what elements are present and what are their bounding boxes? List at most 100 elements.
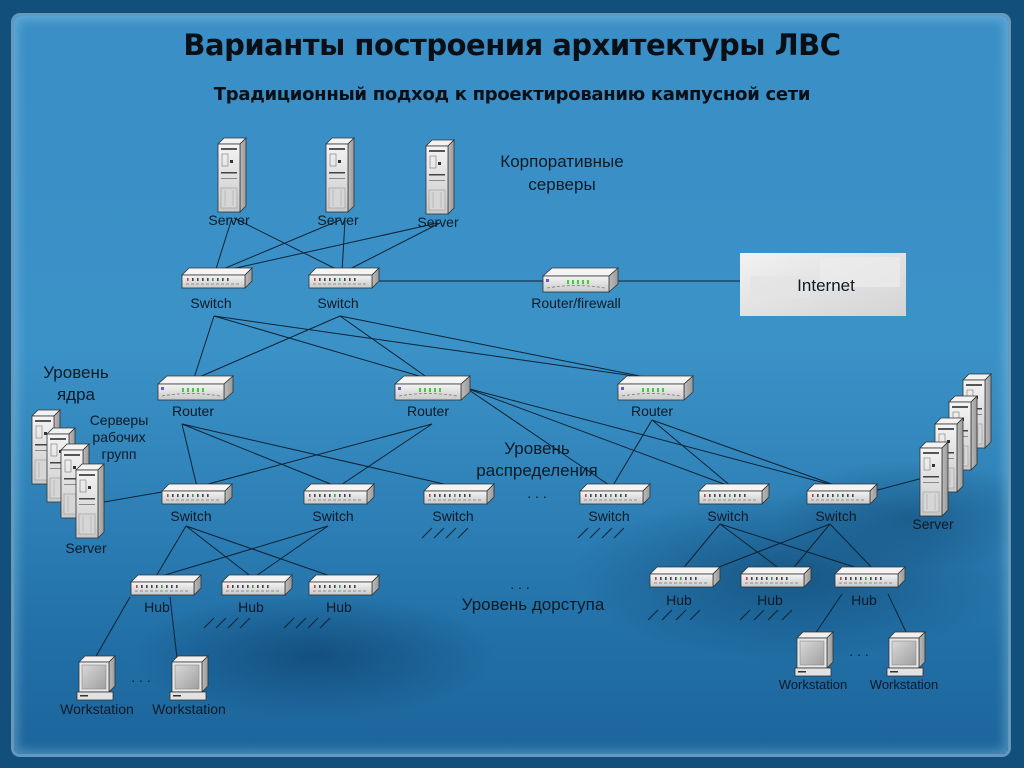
switch-icon [308,267,380,289]
link [196,315,341,379]
link [611,419,653,488]
link [213,315,649,379]
hub-icon [740,566,812,588]
link [651,419,733,488]
link [465,387,841,488]
link [94,596,131,659]
link [193,315,215,379]
switch-icon [423,483,495,505]
link [705,523,831,573]
link [154,525,187,579]
link [869,477,924,493]
router-firewall-icon [542,267,619,293]
workstation-icon [886,631,926,677]
ellipsis: . . . [510,576,529,592]
ellipsis: . . . [849,643,868,659]
workstation-label: Workstation [870,677,938,692]
hub-label: Hub [666,592,692,608]
slide-subtitle: Традиционный подход к проектированию кам… [213,84,811,105]
link [213,315,427,379]
server-icon [75,463,105,539]
link [103,491,163,503]
hub-label: Hub [238,599,264,615]
link [196,423,433,488]
core-level-label-1: Уровень [43,363,109,382]
hub-label: Hub [326,599,352,615]
link [185,525,254,579]
link [887,593,908,635]
workstation-label: Workstation [152,701,226,717]
link [233,217,343,273]
link [169,596,178,659]
hub-label: Hub [144,599,170,615]
link [214,217,233,273]
server-label: Server [65,540,107,556]
distribution-level-label-1: Уровень [504,439,570,458]
server-label: Server [317,212,359,228]
link [343,222,441,273]
link [217,222,439,273]
link [651,419,841,488]
switch-label: Switch [432,508,473,524]
router-firewall-label: Router/firewall [531,295,620,311]
link [181,423,458,488]
workgroup-servers-right [919,373,992,517]
router-icon [394,375,471,401]
workgroup-servers-label-3: групп [102,446,137,462]
server-icon [217,137,247,213]
switch-icon [579,483,651,505]
link [814,593,843,635]
distribution-level-label-2: распределения [476,461,597,480]
workstation-icon [794,631,834,677]
link [339,315,429,379]
hub-label: Hub [757,592,783,608]
switch-icon [698,483,770,505]
workgroup-servers-label-2: рабочих [92,429,145,445]
link [679,523,721,573]
hub-label: Hub [851,592,877,608]
slide-title: Варианты построения архитектуры ЛВС [183,28,841,62]
server-label: Server [417,214,459,230]
ellipsis: . . . [527,485,546,501]
link [789,523,831,573]
router-label: Router [407,403,449,419]
router-icon [157,375,234,401]
link [185,525,337,579]
hub-icon [649,566,721,588]
link [465,387,733,488]
link [465,387,613,488]
server-label: Server [208,212,250,228]
port-strokes [203,527,793,629]
router-label: Router [172,403,214,419]
switch-label: Switch [588,508,629,524]
hub-icon [130,574,202,596]
ellipsis: . . . [131,669,150,685]
link [215,219,341,273]
link [154,525,329,579]
router-icon [617,375,694,401]
corporate-servers-label-2: серверы [528,175,595,194]
switch-icon [303,483,375,505]
link [252,525,329,579]
server-icon [919,441,949,517]
server-icon [325,137,355,213]
workstation-label: Workstation [779,677,847,692]
switch-icon [181,267,253,289]
corporate-servers-label-1: Корпоративные [500,152,623,171]
switch-icon [806,483,878,505]
switch-label: Switch [707,508,748,524]
link [719,523,871,573]
link [181,423,339,488]
hub-icon [308,574,380,596]
router-label: Router [631,403,673,419]
link [181,423,198,488]
workstation-icon [76,655,116,701]
links [94,217,924,659]
core-level-label-2: ядра [57,385,96,404]
switch-label: Switch [815,508,856,524]
workstation-icon [169,655,209,701]
link [339,315,651,379]
switch-label: Switch [170,508,211,524]
switch-label: Switch [317,295,358,311]
